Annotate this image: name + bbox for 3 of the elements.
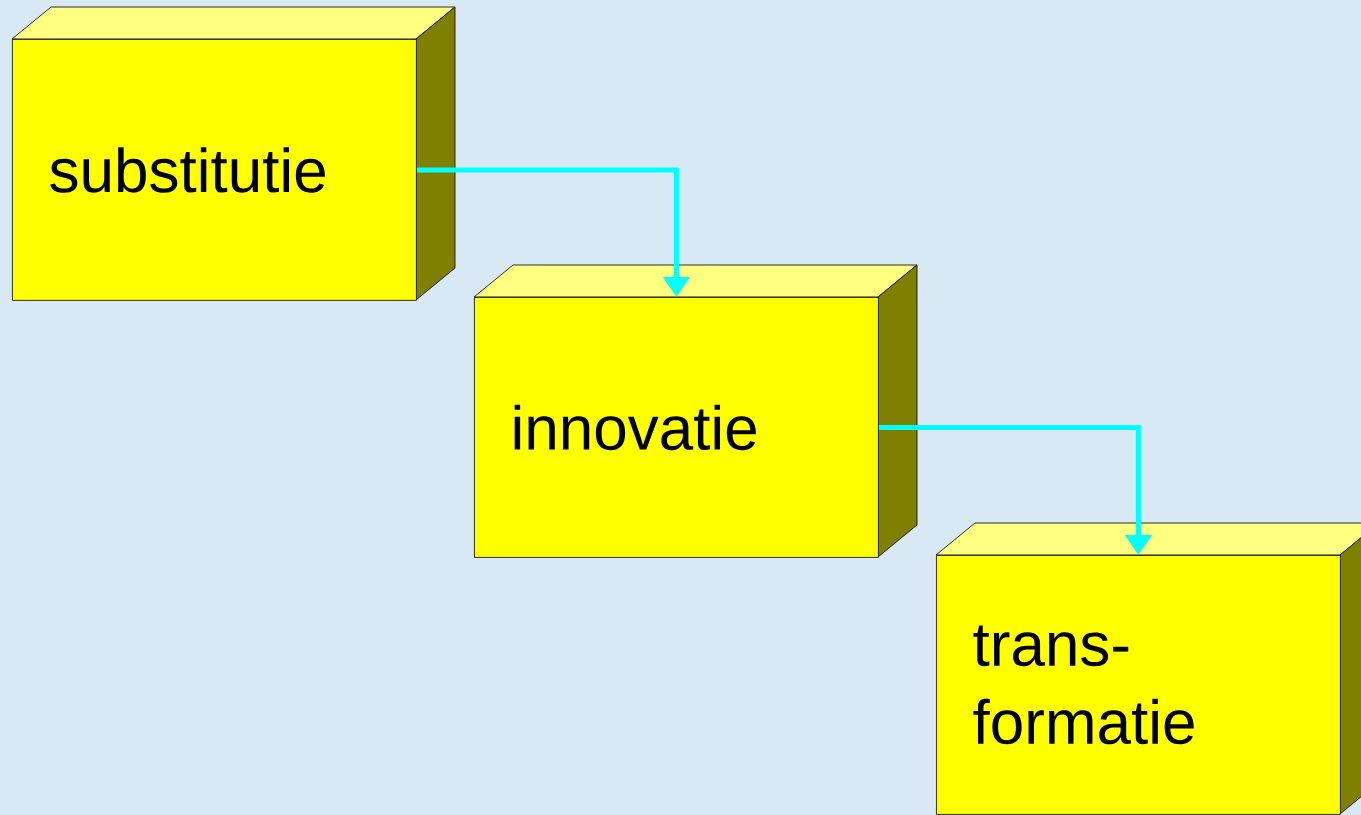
box: trans- formatie <box>935 522 1361 815</box>
box: substitutie <box>11 6 456 301</box>
box: innovatie <box>473 264 918 558</box>
